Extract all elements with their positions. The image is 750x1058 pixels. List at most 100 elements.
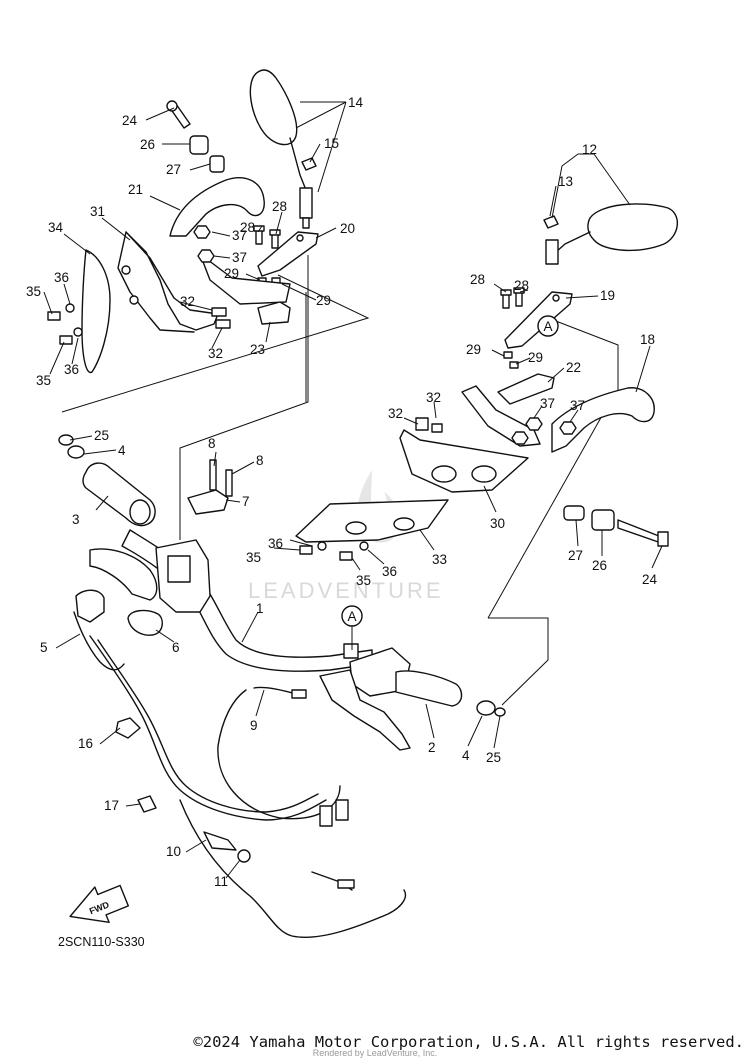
callout-28-a: 28	[240, 220, 255, 235]
cover-33	[295, 499, 449, 561]
callout-22: 22	[566, 360, 581, 375]
callout-35-c: 35	[246, 550, 261, 565]
mirror-bracket-19	[504, 291, 573, 349]
fwd-arrow-icon: FWD	[69, 884, 130, 923]
callout-25-right: 25	[486, 750, 501, 765]
left-switch-assembly	[89, 539, 211, 613]
callout-32-c: 32	[388, 406, 403, 421]
hand-guard-left	[169, 177, 291, 325]
callout-35-b: 35	[36, 373, 51, 388]
callout-27-top: 27	[166, 162, 181, 177]
side-cover-34	[81, 249, 111, 374]
svg-text:A: A	[543, 319, 552, 334]
callout-37-c: 37	[540, 396, 555, 411]
callout-31: 31	[90, 204, 105, 219]
grip-end-4-25-right	[476, 700, 506, 717]
side-cover-31	[117, 231, 219, 333]
hand-guard-right	[461, 373, 655, 453]
lever-5	[73, 589, 125, 671]
right-mirror	[543, 203, 678, 265]
callout-35-a: 35	[26, 284, 41, 299]
callout-33: 33	[432, 552, 447, 567]
callout-36-d: 36	[382, 564, 397, 579]
ref-marker-a-upper: A	[537, 315, 559, 337]
callout-9: 9	[250, 718, 258, 733]
cover-30	[399, 417, 529, 493]
watermark-text: LEADVENTURE	[248, 578, 444, 603]
callout-2: 2	[428, 740, 436, 755]
mirror-bolt-15	[301, 157, 317, 171]
callout-36-c: 36	[268, 536, 283, 551]
callout-37-a: 37	[232, 228, 247, 243]
callout-12: 12	[582, 142, 597, 157]
left-mirror	[249, 69, 313, 229]
ref-marker-a-lower: A	[341, 605, 363, 650]
callout-29-c: 29	[466, 342, 481, 357]
cables	[89, 635, 407, 938]
brake-lever-right	[319, 669, 411, 751]
diagram-code: 2SCN110-S330	[58, 935, 145, 949]
callout-25-left: 25	[94, 428, 109, 443]
callout-23: 23	[250, 342, 265, 357]
callout-32-a: 32	[180, 294, 195, 309]
rendered-by-credit: Rendered by LeadVenture, Inc.	[312, 1048, 438, 1058]
callout-4-right: 4	[462, 748, 470, 763]
callout-5: 5	[40, 640, 48, 655]
callout-36-b: 36	[64, 362, 79, 377]
callout-32-b: 32	[208, 346, 223, 361]
callout-7: 7	[242, 494, 250, 509]
grip-end-4-25-left	[58, 434, 85, 459]
left-grip	[82, 462, 156, 527]
callout-18: 18	[640, 332, 655, 347]
callout-24-right: 24	[642, 572, 658, 587]
callout-6: 6	[172, 640, 180, 655]
callout-28-b: 28	[272, 199, 287, 214]
callout-13: 13	[558, 174, 573, 189]
nuts-37-right	[511, 417, 577, 445]
callout-15: 15	[324, 136, 339, 151]
screws-35-36-left	[47, 303, 83, 345]
callout-36-a: 36	[54, 270, 69, 285]
callout-3: 3	[72, 512, 80, 527]
guard-hardware-right	[563, 505, 669, 547]
leader-lines	[43, 101, 663, 879]
callout-24-top: 24	[122, 113, 138, 128]
callout-28-d: 28	[514, 278, 529, 293]
callout-29-b: 29	[316, 293, 331, 308]
callout-19: 19	[600, 288, 615, 303]
callout-17: 17	[104, 798, 119, 813]
svg-text:A: A	[347, 609, 356, 624]
nuts-37-upper	[193, 225, 215, 263]
callout-37-b: 37	[232, 250, 247, 265]
guard-hardware-24-26-27	[166, 100, 225, 173]
callout-37-d: 37	[570, 398, 585, 413]
callout-26-top: 26	[140, 137, 155, 152]
callout-20: 20	[340, 221, 355, 236]
callout-8-b: 8	[256, 453, 264, 468]
callout-28-c: 28	[470, 272, 485, 287]
callout-27-right: 27	[568, 548, 583, 563]
callout-34: 34	[48, 220, 64, 235]
callout-21: 21	[128, 182, 143, 197]
callout-32-d: 32	[426, 390, 441, 405]
callout-11: 11	[214, 874, 228, 889]
callout-29-d: 29	[528, 350, 543, 365]
reference-lines	[61, 255, 619, 706]
clamp-6	[127, 609, 163, 636]
clips-32-left	[211, 307, 231, 329]
callout-35-d: 35	[356, 573, 371, 588]
callout-16: 16	[78, 736, 93, 751]
callout-29-a: 29	[224, 266, 239, 281]
callout-14: 14	[348, 95, 364, 110]
callout-30: 30	[490, 516, 505, 531]
callout-1: 1	[256, 601, 264, 616]
callout-numbers: 24 26 27 21 31 34 14 15 37 37 28 28 20 2…	[26, 95, 658, 889]
holder-7-bolts-8	[187, 459, 233, 515]
callout-26-right: 26	[592, 558, 607, 573]
callout-10: 10	[166, 844, 181, 859]
callout-8-a: 8	[208, 436, 216, 451]
mirror-bracket-20	[257, 231, 319, 277]
callout-4-left: 4	[118, 443, 126, 458]
copyright-notice: ©2024 Yamaha Motor Corporation, U.S.A. A…	[193, 1033, 744, 1051]
